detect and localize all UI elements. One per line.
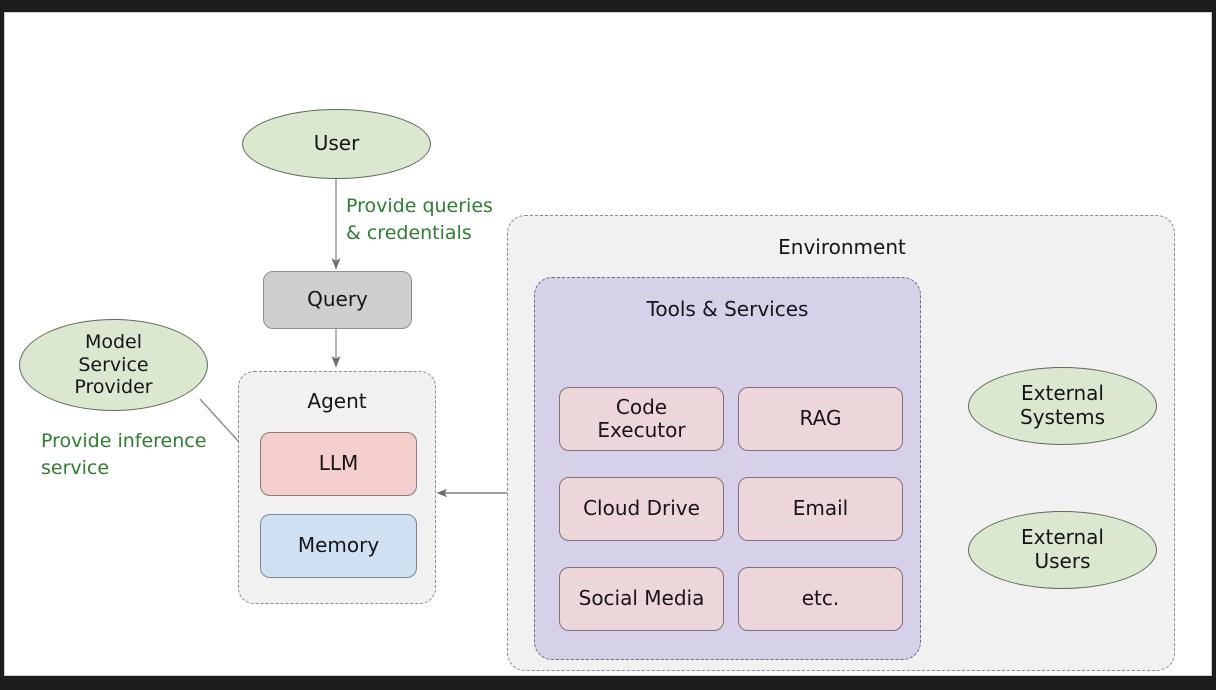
node-environment-label: Environment <box>778 235 906 259</box>
node-query-label: Query <box>307 287 368 312</box>
node-model-service-provider-label: Model Service Provider <box>74 331 153 399</box>
node-model-service-provider[interactable]: Model Service Provider <box>19 319 208 411</box>
node-agent-label: Agent <box>307 389 367 413</box>
node-user-label: User <box>313 131 360 156</box>
tool-etc-label: etc. <box>801 586 840 611</box>
node-query[interactable]: Query <box>263 271 412 329</box>
node-external-systems-label: External Systems <box>1020 381 1105 429</box>
diagram-page: User Provide queries & credentials Query… <box>4 12 1212 676</box>
node-memory-label: Memory <box>297 533 380 558</box>
node-user[interactable]: User <box>242 109 431 179</box>
node-tools-services[interactable]: Tools & Services Code Executor RAG Cloud… <box>534 277 921 660</box>
tool-etc[interactable]: etc. <box>738 567 903 631</box>
tool-cloud-drive[interactable]: Cloud Drive <box>559 477 724 541</box>
node-llm-label: LLM <box>318 451 359 476</box>
node-agent[interactable]: Agent LLM Memory <box>238 371 436 604</box>
tool-cloud-drive-label: Cloud Drive <box>583 496 700 521</box>
node-external-systems[interactable]: External Systems <box>968 367 1157 445</box>
annotation-provide-inference: Provide inference service <box>41 430 207 479</box>
tool-social-media-label: Social Media <box>578 586 705 611</box>
node-llm[interactable]: LLM <box>260 432 417 496</box>
tool-rag-label: RAG <box>799 406 842 431</box>
tool-email[interactable]: Email <box>738 477 903 541</box>
node-tools-services-label: Tools & Services <box>646 297 809 321</box>
node-memory[interactable]: Memory <box>260 514 417 578</box>
tool-code-executor[interactable]: Code Executor <box>559 387 724 451</box>
node-external-users-label: External Users <box>1021 525 1104 573</box>
tool-rag[interactable]: RAG <box>738 387 903 451</box>
tool-email-label: Email <box>792 496 849 521</box>
node-environment[interactable]: Environment Tools & Services Code Execut… <box>507 215 1175 671</box>
annotation-provide-queries: Provide queries & credentials <box>346 195 493 244</box>
tool-social-media[interactable]: Social Media <box>559 567 724 631</box>
node-external-users[interactable]: External Users <box>968 511 1157 589</box>
tool-code-executor-label: Code Executor <box>597 394 686 442</box>
